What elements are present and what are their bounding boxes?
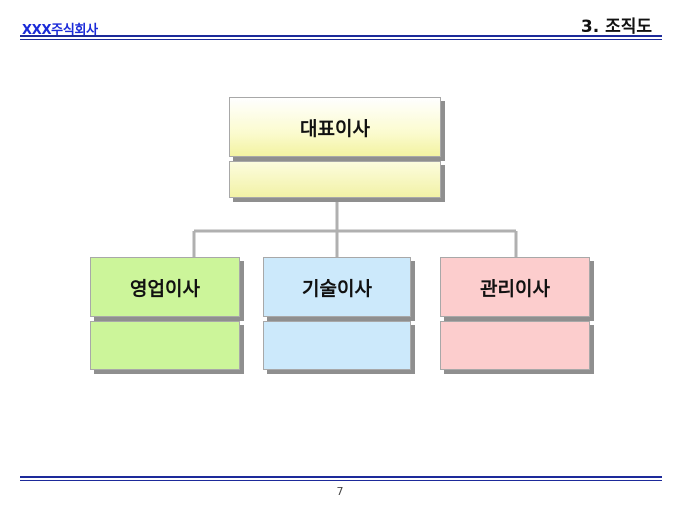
org-box-tech-label: 기술이사 <box>302 277 372 300</box>
header-rule-thin <box>20 39 662 40</box>
org-box-tech: 기술이사 <box>263 257 411 317</box>
org-box-sales: 영업이사 <box>90 257 240 317</box>
org-box-tech-detail <box>263 321 411 370</box>
footer-rule-thin <box>20 480 662 481</box>
org-box-ceo-label: 대표이사 <box>300 117 370 140</box>
org-box-mgmt: 관리이사 <box>440 257 590 317</box>
org-box-sales-detail <box>90 321 240 370</box>
org-box-ceo: 대표이사 <box>229 97 441 157</box>
org-box-mgmt-label: 관리이사 <box>480 277 550 300</box>
org-box-mgmt-detail <box>440 321 590 370</box>
header-rule-thick <box>20 35 662 37</box>
footer-rule-thick <box>20 476 662 478</box>
page-number: 7 <box>336 485 344 498</box>
company-name: XXX주식회사 <box>22 23 98 38</box>
org-box-ceo-detail <box>229 161 441 198</box>
org-box-sales-label: 영업이사 <box>130 277 200 300</box>
page-title: 3. 조직도 <box>580 17 652 37</box>
